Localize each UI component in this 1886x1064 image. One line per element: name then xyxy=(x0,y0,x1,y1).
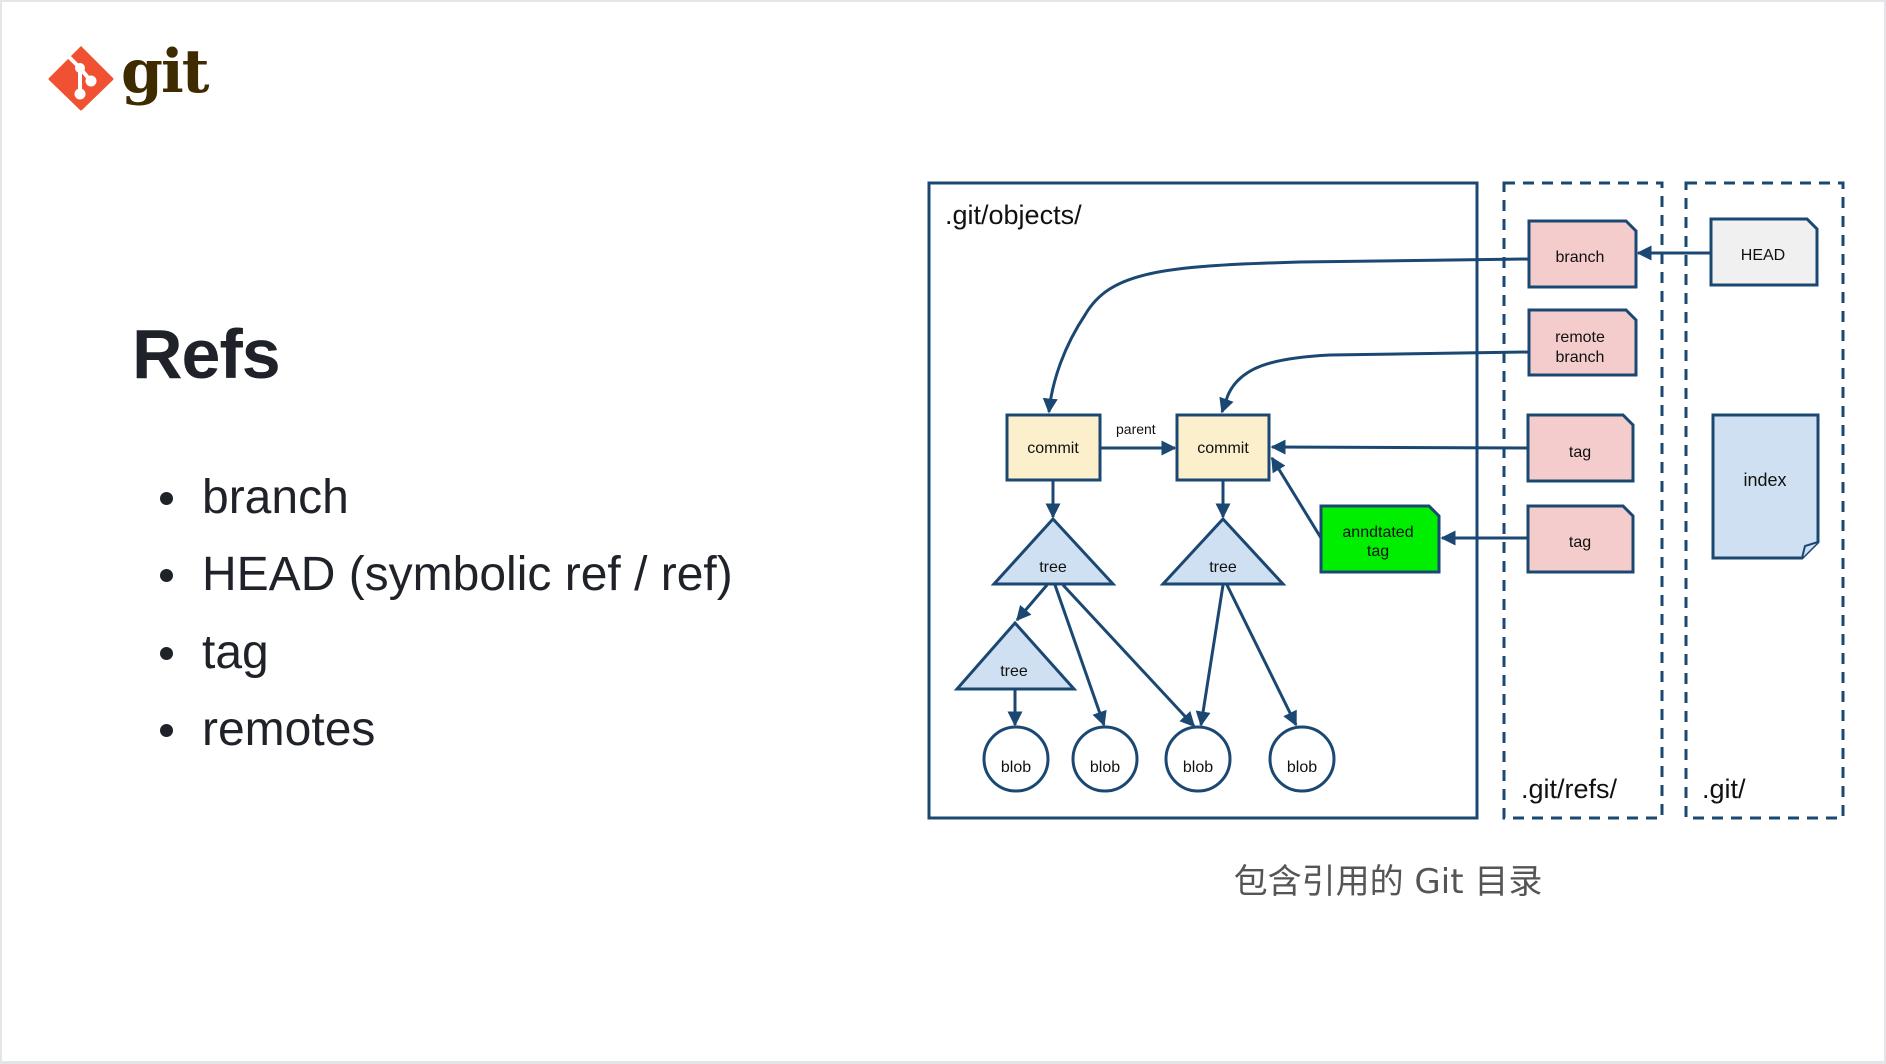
git-container xyxy=(1684,181,1845,820)
commit-label: commit xyxy=(1197,440,1249,457)
edge-tree-to-blob xyxy=(1061,583,1196,728)
annotated-tag-label: anndtated xyxy=(1342,524,1413,541)
bullet-dot-icon xyxy=(160,492,173,505)
tree-node xyxy=(1159,516,1287,586)
bullet-dot-icon xyxy=(160,646,173,660)
edge-annotated-tag-to-commit xyxy=(1270,456,1323,539)
edge-tree-to-blob xyxy=(1195,584,1225,727)
tree-label: tree xyxy=(1209,559,1237,576)
edge-tree-to-blob xyxy=(1225,584,1298,727)
branch-ref-node xyxy=(1527,219,1638,289)
tree-label: tree xyxy=(1000,663,1028,680)
parent-label: parent xyxy=(1116,421,1156,437)
bullet-item: branch xyxy=(2,468,733,545)
tag-ref-label: tag xyxy=(1569,534,1591,551)
commit-node xyxy=(1175,413,1271,482)
blob-label: blob xyxy=(1183,759,1213,776)
figure-caption: 包含引用的 Git 目录 xyxy=(1233,862,1543,902)
bullet-text: tag xyxy=(202,625,269,679)
bullet-item: remotes xyxy=(2,700,733,777)
annotated-tag-label: tag xyxy=(1367,543,1389,560)
tag-ref-node xyxy=(1526,413,1635,483)
blob-node xyxy=(1071,725,1139,793)
slide-title: Refs xyxy=(132,315,281,393)
refs-container xyxy=(1502,181,1664,820)
branch-ref-label: branch xyxy=(1556,249,1605,266)
objects-container xyxy=(927,181,1479,820)
logo-text: git xyxy=(121,37,209,107)
git-container-label: .git/ xyxy=(1702,774,1746,804)
head-node xyxy=(1709,217,1819,287)
blob-node xyxy=(982,725,1050,793)
remote-branch-ref-label: branch xyxy=(1556,349,1605,366)
edge-tree-to-tree xyxy=(1015,584,1049,622)
objects-container-label: .git/objects/ xyxy=(945,200,1082,230)
bullet-text: HEAD (symbolic ref / ref) xyxy=(202,548,733,602)
tag-ref-node xyxy=(1526,504,1635,574)
bullet-item: HEAD (symbolic ref / ref) xyxy=(2,545,733,622)
remote-branch-ref-label: remote xyxy=(1555,329,1605,346)
annotated-tag-node xyxy=(1319,504,1441,574)
bullet-dot-icon xyxy=(160,569,173,583)
bullet-list: branch HEAD (symbolic ref / ref) tag rem… xyxy=(2,468,733,778)
blob-label: blob xyxy=(1287,759,1317,776)
page-curl-icon xyxy=(1801,541,1819,559)
edge-remote-branch-to-commit xyxy=(1219,350,1530,414)
edge-branch-to-commit xyxy=(1042,257,1530,414)
bullet-text: branch xyxy=(202,471,349,524)
edge-tree-to-blob xyxy=(1053,584,1107,727)
tree-node xyxy=(953,620,1078,691)
tag-ref-label: tag xyxy=(1569,444,1591,461)
commit-node xyxy=(1005,413,1102,482)
blob-label: blob xyxy=(1001,759,1031,776)
git-diamond-icon xyxy=(48,46,114,111)
remote-branch-ref-node xyxy=(1527,308,1638,377)
blob-node xyxy=(1164,725,1232,793)
commit-label: commit xyxy=(1027,440,1079,457)
tree-label: tree xyxy=(1039,559,1067,576)
index-label: index xyxy=(1743,470,1786,490)
edge-tag-to-commit xyxy=(1270,439,1529,455)
blob-node xyxy=(1268,725,1336,793)
tree-node xyxy=(990,516,1117,586)
head-label: HEAD xyxy=(1741,247,1785,264)
refs-container-label: .git/refs/ xyxy=(1521,774,1618,804)
bullet-item: tag xyxy=(2,623,733,700)
bullet-dot-icon xyxy=(160,724,173,738)
blob-label: blob xyxy=(1090,759,1120,776)
bullet-text: remotes xyxy=(202,703,376,757)
git-logo: git xyxy=(47,37,209,113)
